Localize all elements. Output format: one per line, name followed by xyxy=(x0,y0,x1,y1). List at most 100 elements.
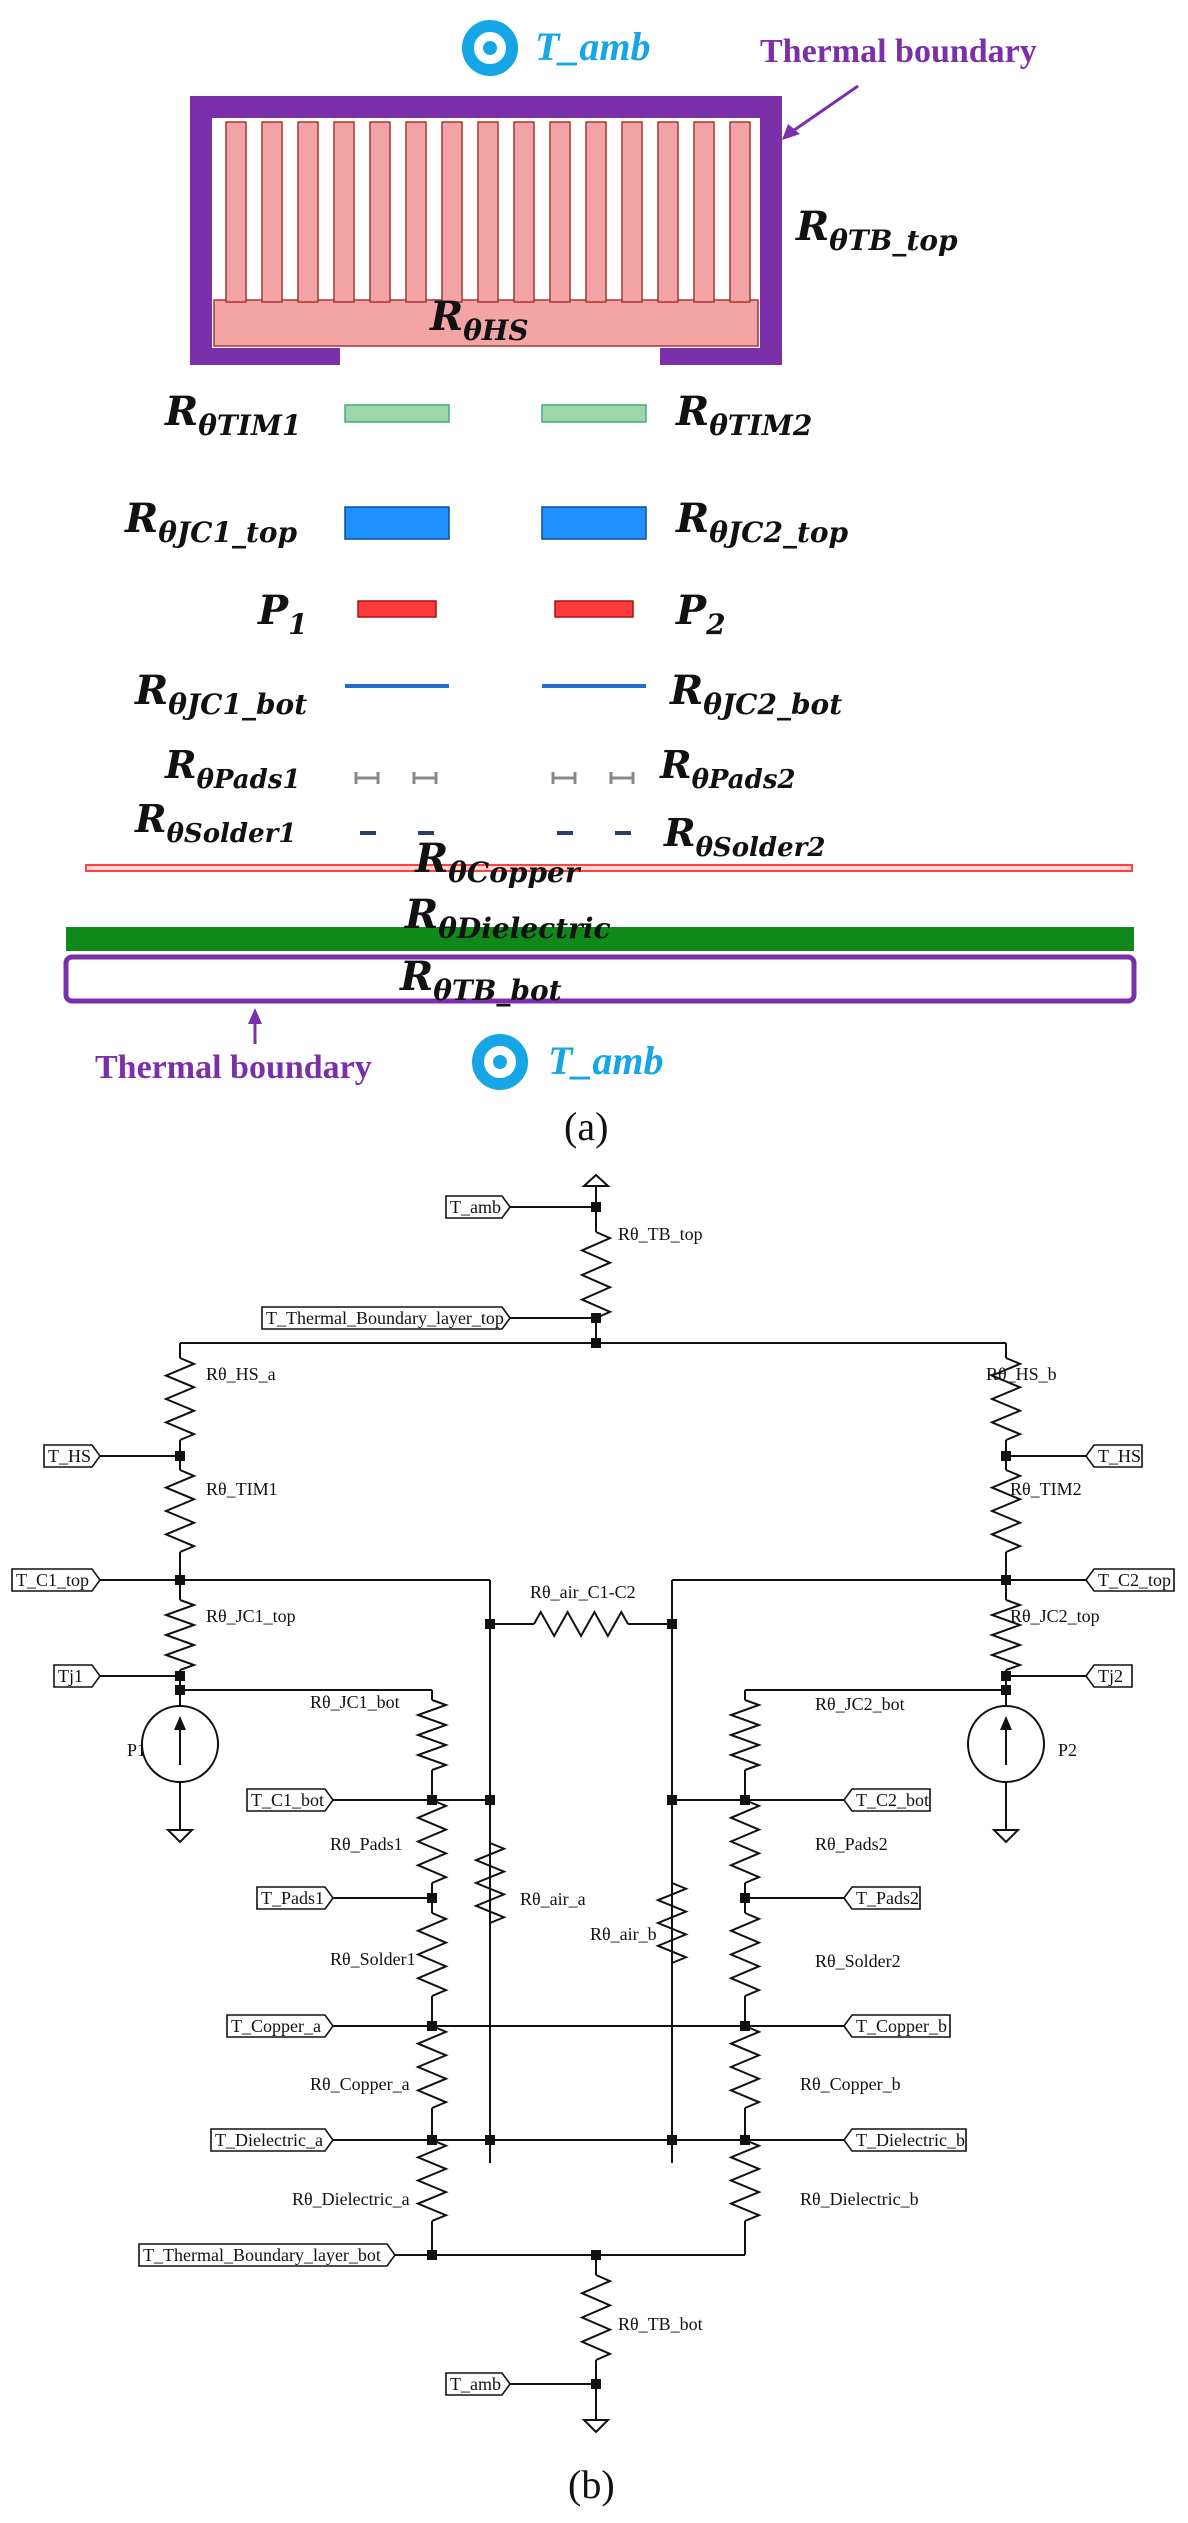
port-t-pads1-text: T_Pads1 xyxy=(261,1888,324,1908)
port-t-pads1: T_Pads1 xyxy=(256,1886,334,1910)
port-t-c1-top-text: T_C1_top xyxy=(16,1570,89,1590)
junction-node xyxy=(175,1671,185,1681)
port-t-hs-right-tag xyxy=(1085,1444,1143,1468)
label-rsolder2: RθSolder2 xyxy=(663,810,825,863)
ground-symbol-bottom xyxy=(581,2419,611,2434)
port-t-c1-bot-text: T_C1_bot xyxy=(251,1790,324,1810)
port-t-c2-top: T_C2_top xyxy=(1085,1568,1175,1592)
label-rtb-top: RθTB_top xyxy=(795,203,958,257)
port-t-c2-top-tag xyxy=(1085,1568,1175,1592)
label-rtb-bot: RθTB_bot xyxy=(399,953,562,1007)
pads-1 xyxy=(354,772,438,784)
junction-node xyxy=(175,1451,185,1461)
label-rjc1-bot: RθJC1_bot xyxy=(134,667,307,721)
resistor-jc1-top xyxy=(163,1599,197,1671)
junction-node xyxy=(485,1619,495,1629)
resistor-hs-a xyxy=(163,1357,197,1441)
heatsink-fin xyxy=(297,121,319,303)
thermal-boundary-label-bottom: Thermal boundary xyxy=(95,1049,372,1086)
label-p2: P2 xyxy=(675,587,726,641)
junction-node xyxy=(427,2021,437,2031)
port-t-pads2-text: T_Pads2 xyxy=(856,1888,919,1908)
label-rpads2: RθPads2 xyxy=(659,742,796,795)
source-label-p1: P1 xyxy=(127,1740,146,1760)
resistor-jc2-bot xyxy=(728,1699,762,1771)
heatsink-fin xyxy=(477,121,499,303)
junction-node xyxy=(1001,1671,1011,1681)
junction-node xyxy=(1001,1451,1011,1461)
power-die-2 xyxy=(554,600,634,618)
ambient-label-bottom: T_amb xyxy=(548,1038,664,1083)
port-t-tb-top-tag xyxy=(261,1306,511,1330)
res-label-solder2: Rθ_Solder2 xyxy=(815,1951,901,1971)
heatsink-fin xyxy=(729,121,751,303)
res-label-tb-bot: Rθ_TB_bot xyxy=(618,2314,703,2334)
port-t-c2-bot-text: T_C2_bot xyxy=(856,1790,929,1810)
junction-node xyxy=(175,1685,185,1695)
port-tj2-text: Tj2 xyxy=(1098,1666,1123,1686)
res-label-tim1: Rθ_TIM1 xyxy=(206,1479,278,1499)
label-rtim2: RθTIM2 xyxy=(675,388,812,442)
junction-node xyxy=(427,2250,437,2260)
port-t-tb-top: T_Thermal_Boundary_layer_top xyxy=(261,1306,511,1330)
junction-node xyxy=(591,2379,601,2389)
resistor-copper-a xyxy=(415,2025,449,2109)
resistor-air-b xyxy=(655,1882,689,1964)
label-rpads1: RθPads1 xyxy=(164,742,301,795)
port-t-hs-right: T_HS xyxy=(1085,1444,1143,1468)
current-source-p1 xyxy=(141,1705,219,1783)
source-label-p2: P2 xyxy=(1058,1740,1077,1760)
port-t-c2-bot: T_C2_bot xyxy=(843,1788,931,1812)
heatsink-fin xyxy=(405,121,427,303)
resistor-dielectric-a xyxy=(415,2139,449,2222)
res-label-air-b: Rθ_air_b xyxy=(590,1924,657,1944)
port-t-pads1-tag xyxy=(256,1886,334,1910)
junction-node xyxy=(740,2021,750,2031)
junction-node xyxy=(1001,1575,1011,1585)
res-label-jc1-top: Rθ_JC1_top xyxy=(206,1606,296,1626)
heatsink-fin xyxy=(621,121,643,303)
jc1-top-layer xyxy=(344,506,450,540)
res-label-jc1-bot: Rθ_JC1_bot xyxy=(310,1692,400,1712)
resistor-copper-b xyxy=(728,2025,762,2109)
port-t-amb-top-tag xyxy=(445,1195,511,1219)
heatsink-fin xyxy=(369,121,391,303)
junction-node xyxy=(591,1338,601,1348)
port-t-c2-bot-tag xyxy=(843,1788,931,1812)
current-source-p2 xyxy=(967,1705,1045,1783)
network-wires xyxy=(100,1206,1086,2420)
port-t-copper-a-text: T_Copper_a xyxy=(231,2016,321,2036)
label-rhs: RθHS xyxy=(429,293,529,347)
heatsink-fin xyxy=(441,121,463,303)
resistor-pads1 xyxy=(415,1799,449,1884)
port-t-amb-top: T_amb xyxy=(445,1195,511,1219)
resistor-tb-bot xyxy=(579,2274,613,2361)
res-label-hs-b: Rθ_HS_b xyxy=(986,1364,1057,1384)
resistor-solder1 xyxy=(415,1912,449,1997)
dielectric-layer xyxy=(66,927,1134,951)
label-rdielectric: RθDielectric xyxy=(404,891,611,945)
power-die-1 xyxy=(357,600,437,618)
boundary-arrow-top xyxy=(789,84,859,135)
resistor-jc1-bot xyxy=(415,1699,449,1771)
ground-symbol-p2 xyxy=(991,1829,1021,1844)
junction-node xyxy=(591,2250,601,2260)
res-label-copper-b: Rθ_Copper_b xyxy=(800,2074,901,2094)
port-t-dielectric-b-tag xyxy=(843,2128,967,2152)
port-t-c1-top: T_C1_top xyxy=(11,1568,101,1592)
ground-symbol-p1 xyxy=(165,1829,195,1844)
res-label-solder1: Rθ_Solder1 xyxy=(330,1949,416,1969)
port-t-c1-bot-tag xyxy=(246,1788,334,1812)
junction-node xyxy=(1001,1685,1011,1695)
heatsink-fin xyxy=(657,121,679,303)
port-t-pads2-tag xyxy=(843,1886,921,1910)
port-t-amb-bot: T_amb xyxy=(445,2372,511,2396)
junction-node xyxy=(740,1893,750,1903)
port-t-amb-top-text: T_amb xyxy=(450,1197,501,1217)
pads-2 xyxy=(551,772,635,784)
heatsink-fin xyxy=(333,121,355,303)
port-t-dielectric-a: T_Dielectric_a xyxy=(210,2128,334,2152)
ambient-label-top: T_amb xyxy=(535,24,651,69)
